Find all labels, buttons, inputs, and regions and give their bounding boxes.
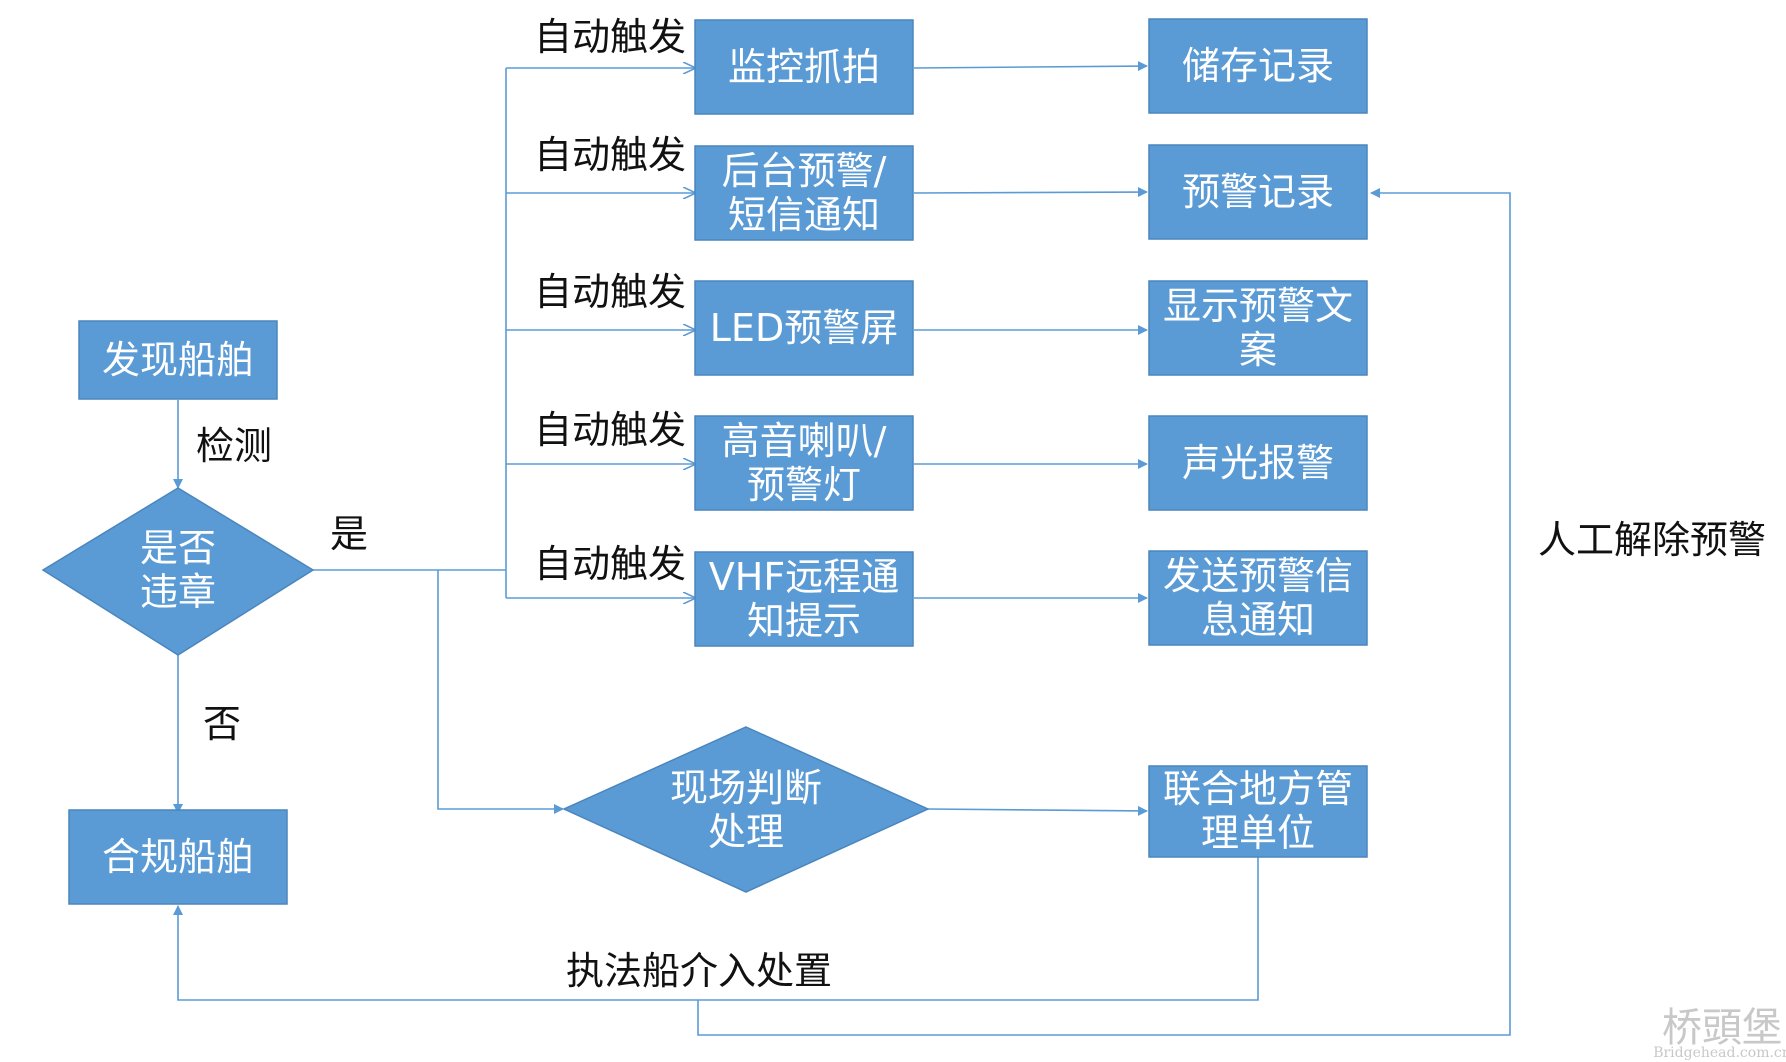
node-send-alert-info: 发送预警信 息通知 bbox=[1148, 550, 1368, 646]
label-auto-trigger-5: 自动触发 bbox=[534, 542, 686, 586]
speaker-light-label-1: 高音喇叭/ bbox=[722, 419, 887, 463]
node-onsite-judgement: 现场判断 处理 bbox=[562, 726, 930, 893]
edge-labels: 检测 是 否 自动触发 自动触发 自动触发 自动触发 自动触发 人工解除预警 执… bbox=[196, 15, 1766, 993]
label-auto-trigger-1: 自动触发 bbox=[534, 15, 686, 59]
label-enforcement-ship: 执法船介入处置 bbox=[566, 949, 832, 993]
node-violation-check: 是否 违章 bbox=[41, 487, 315, 656]
show-alert-text-label-2: 案 bbox=[1239, 328, 1277, 372]
node-store-record: 储存记录 bbox=[1148, 18, 1368, 114]
watermark-url: Bridgehead.com.cn bbox=[1653, 1045, 1786, 1061]
edge-manual-release bbox=[697, 188, 1511, 1036]
connectors bbox=[173, 61, 1511, 1036]
watermark-logo: 桥頭堡 bbox=[1662, 1005, 1782, 1051]
edge-to-onsite bbox=[437, 570, 564, 814]
node-led-screen: LED预警屏 bbox=[694, 280, 914, 376]
send-alert-info-label-2: 息通知 bbox=[1201, 598, 1315, 642]
node-backend-alert: 后台预警/ 短信通知 bbox=[694, 145, 914, 241]
backend-alert-label-1: 后台预警/ bbox=[722, 149, 887, 193]
label-auto-trigger-2: 自动触发 bbox=[534, 133, 686, 177]
node-show-alert-text: 显示预警文 案 bbox=[1148, 280, 1368, 376]
label-yes: 是 bbox=[330, 512, 368, 556]
compliant-ship-label: 合规船舶 bbox=[102, 835, 254, 879]
label-detect: 检测 bbox=[196, 424, 272, 468]
sound-light-alarm-label: 声光报警 bbox=[1182, 441, 1334, 485]
send-alert-info-label-1: 发送预警信 bbox=[1163, 554, 1353, 598]
node-monitor-capture: 监控抓拍 bbox=[694, 19, 914, 115]
violation-check-label-1: 是否 bbox=[140, 526, 216, 570]
store-record-label: 储存记录 bbox=[1182, 44, 1334, 88]
vhf-notice-label-1: VHF远程通 bbox=[709, 555, 899, 599]
backend-alert-label-2: 短信通知 bbox=[728, 193, 880, 237]
watermark: 桥頭堡 Bridgehead.com.cn bbox=[1653, 1005, 1786, 1061]
alert-record-label: 预警记录 bbox=[1182, 170, 1334, 214]
label-auto-trigger-4: 自动触发 bbox=[534, 408, 686, 452]
node-sound-light-alarm: 声光报警 bbox=[1148, 415, 1368, 511]
vhf-notice-label-2: 知提示 bbox=[747, 599, 861, 643]
edge-enforcement bbox=[173, 857, 1259, 1001]
led-screen-label: LED预警屏 bbox=[710, 306, 898, 350]
onsite-judgement-label-1: 现场判断 bbox=[670, 766, 822, 810]
label-no: 否 bbox=[203, 702, 241, 746]
node-compliant-ship: 合规船舶 bbox=[68, 809, 288, 905]
node-vhf-notice: VHF远程通 知提示 bbox=[694, 551, 914, 647]
node-find-ship: 发现船舶 bbox=[78, 320, 278, 400]
speaker-light-label-2: 预警灯 bbox=[747, 463, 861, 507]
joint-management-label-2: 理单位 bbox=[1201, 811, 1315, 855]
joint-management-label-1: 联合地方管 bbox=[1163, 767, 1353, 811]
onsite-judgement-label-2: 处理 bbox=[708, 810, 784, 854]
node-speaker-light: 高音喇叭/ 预警灯 bbox=[694, 415, 914, 511]
violation-check-label-2: 违章 bbox=[140, 570, 216, 614]
edge-backend-record bbox=[913, 187, 1148, 198]
find-ship-label: 发现船舶 bbox=[102, 338, 254, 382]
monitor-capture-label: 监控抓拍 bbox=[728, 45, 880, 89]
node-joint-management: 联合地方管 理单位 bbox=[1148, 765, 1368, 858]
node-alert-record: 预警记录 bbox=[1148, 144, 1368, 240]
edge-onsite-joint bbox=[927, 805, 1148, 816]
label-auto-trigger-3: 自动触发 bbox=[534, 270, 686, 314]
edge-monitor-store bbox=[913, 61, 1148, 72]
show-alert-text-label-1: 显示预警文 bbox=[1163, 284, 1353, 328]
label-manual-release: 人工解除预警 bbox=[1538, 518, 1766, 562]
